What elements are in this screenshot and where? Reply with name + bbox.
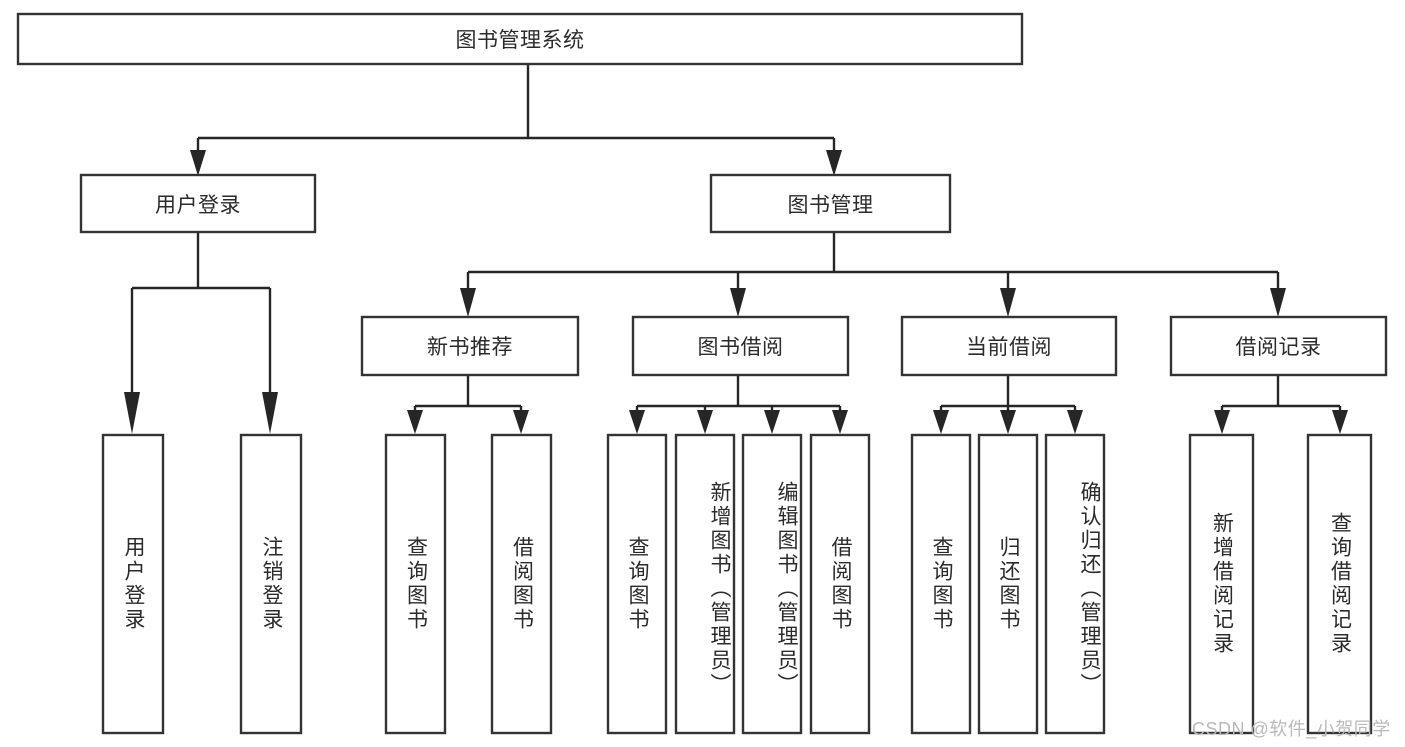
node-leaf-11[interactable] [1044, 433, 1106, 735]
node-leaf-4[interactable] [490, 433, 553, 735]
arrow-head-leaf-6 [697, 410, 713, 434]
arrow-head-leaf-7 [764, 410, 780, 434]
node-leaf-2[interactable] [239, 433, 303, 735]
node-box-group [16, 12, 1388, 735]
arrow-head-leaf-9 [933, 410, 949, 434]
node-leaf-7[interactable] [741, 433, 803, 735]
node-leaf-13[interactable] [1306, 433, 1373, 735]
arrow-head-leaf-1 [124, 392, 140, 434]
node-leaf-5[interactable] [606, 433, 668, 735]
node-leaf-6[interactable] [674, 433, 736, 735]
node-leaf-9[interactable] [910, 433, 972, 735]
node-leaf-12[interactable] [1188, 433, 1255, 735]
arrow-head-borrow-book [730, 288, 746, 317]
arrow-head-leaf-4 [513, 410, 529, 434]
node-borrow-record[interactable] [1169, 315, 1388, 377]
arrow-head-leaf-2 [262, 392, 278, 434]
node-root[interactable] [16, 12, 1024, 66]
arrow-head-leaf-3 [407, 410, 423, 434]
node-leaf-10[interactable] [977, 433, 1039, 735]
node-leaf-8[interactable] [809, 433, 871, 735]
arrow-head-leaf-12 [1214, 410, 1230, 434]
connector-group [124, 63, 1348, 434]
arrow-head-user-login [190, 150, 206, 176]
node-leaf-1[interactable] [101, 433, 165, 735]
node-current-borrow[interactable] [900, 315, 1118, 377]
arrow-head-leaf-13 [1332, 410, 1348, 434]
arrow-head-new-book [460, 288, 476, 317]
watermark-text: CSDN @软件_小贺同学 [1192, 719, 1391, 739]
node-book-management[interactable] [709, 173, 952, 234]
arrow-head-leaf-8 [832, 410, 848, 434]
node-leaf-3[interactable] [384, 433, 447, 735]
node-new-book-recommend[interactable] [360, 315, 580, 377]
arrow-head-current-borrow [1000, 288, 1016, 317]
arrow-head-borrow-record [1270, 288, 1286, 317]
node-user-login[interactable] [79, 173, 317, 234]
arrow-head-book-manage [826, 150, 842, 176]
node-book-borrow[interactable] [631, 315, 850, 377]
arrow-head-leaf-10 [1000, 410, 1016, 434]
arrow-head-leaf-5 [629, 410, 645, 434]
arrow-head-leaf-11 [1067, 410, 1083, 434]
